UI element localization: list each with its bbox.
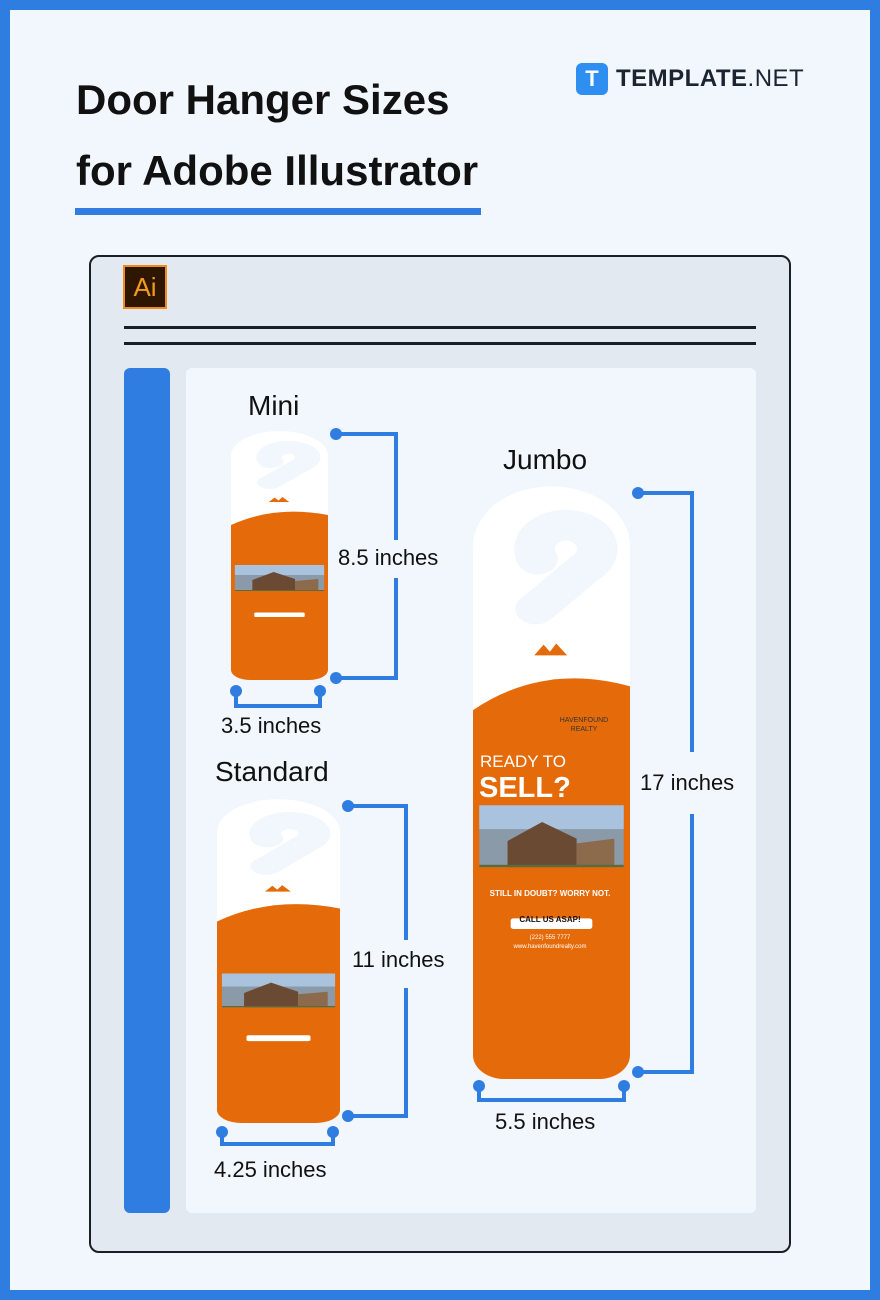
call-button-label: CALL US ASAP! <box>519 915 580 924</box>
toolbar-divider-top <box>124 326 756 329</box>
headline-line1: READY TO <box>480 752 566 771</box>
jumbo-width-label: 5.5 inches <box>495 1109 596 1134</box>
jumbo-height-label: 17 inches <box>640 770 735 795</box>
illustrator-logo-icon: Ai <box>123 265 167 309</box>
brand-logo: T TEMPLATE.NET <box>576 62 804 96</box>
standard-hanger <box>217 799 340 1123</box>
tools-sidebar <box>124 368 170 1213</box>
mini-hanger <box>231 431 328 680</box>
jumbo-height-bracket-bottom <box>638 814 694 1074</box>
template-logo-icon: T <box>576 63 608 95</box>
brand-name: TEMPLATE.NET <box>616 65 804 93</box>
dimension-lines <box>220 432 694 1146</box>
headline-line2: SELL? <box>479 772 571 804</box>
brand-name-suffix: .NET <box>747 65 805 92</box>
mini-label: Mini <box>248 390 300 421</box>
title-line-2: for Adobe Illustrator <box>76 147 479 195</box>
standard-height-bracket-bottom <box>348 988 408 1118</box>
toolbar-divider-bottom <box>124 342 756 345</box>
brand-name-bold: TEMPLATE <box>616 65 748 92</box>
company-line2: REALTY <box>571 726 598 733</box>
company-line1: HAVENFOUND <box>560 717 608 724</box>
title-line-1: Door Hanger Sizes <box>76 76 450 123</box>
mini-height-label: 8.5 inches <box>338 545 439 570</box>
page-title: Door Hanger Sizes for Adobe Illustrator <box>76 64 478 207</box>
dimension-endpoints <box>216 428 644 1138</box>
standard-width-label: 4.25 inches <box>214 1157 327 1182</box>
mini-height-bracket-bottom <box>336 578 398 680</box>
standard-height-bracket-top <box>348 804 408 940</box>
phone: (222) 555 7777 <box>530 935 571 941</box>
jumbo-label: Jumbo <box>503 444 588 475</box>
title-underline <box>75 208 481 215</box>
jumbo-width-bracket <box>477 1086 626 1102</box>
jumbo-height-bracket-top <box>638 491 694 752</box>
mini-height-bracket-top <box>336 432 398 540</box>
mini-width-bracket <box>234 691 322 708</box>
website: www.havenfoundrealty.com <box>513 944 587 950</box>
mini-width-label: 3.5 inches <box>221 713 322 738</box>
standard-label: Standard <box>215 756 329 787</box>
standard-height-label: 11 inches <box>352 947 445 972</box>
tagline: STILL IN DOUBT? WORRY NOT. <box>490 889 611 898</box>
jumbo-hanger-text: HAVENFOUND REALTY READY TO SELL? STILL I… <box>479 717 610 950</box>
standard-width-bracket <box>220 1132 335 1146</box>
